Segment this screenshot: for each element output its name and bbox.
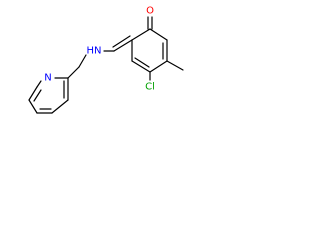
bond-py-c6-c5-double <box>33 89 42 102</box>
carbonyl-bond <box>147 16 153 30</box>
bond-nh-ch2 <box>78 54 87 68</box>
bond-c4-c5-double <box>134 57 150 68</box>
atom-chlorine-label: Cl <box>145 82 155 93</box>
molecule-structure: O HN N Cl <box>28 6 184 114</box>
structure-canvas: O HN N Cl <box>0 0 220 150</box>
atom-pyridine-nitrogen-label: N <box>44 73 51 84</box>
bond-py-c5-c4 <box>28 99 38 114</box>
bond-py-c3-c2 <box>51 99 69 114</box>
bond-ch2-py <box>67 66 80 79</box>
bond-c4-c5 <box>131 60 151 73</box>
bond-c6-c1 <box>131 28 151 41</box>
bond-c1-c2 <box>149 28 168 41</box>
bond-c3-c4 <box>149 60 168 73</box>
bond-py-n-c6 <box>36 80 42 88</box>
bond-c6-ch <box>113 39 133 52</box>
bond-methyl <box>166 60 184 71</box>
atom-oxygen-label: O <box>146 6 154 17</box>
bond-c6-ch-double <box>112 35 131 48</box>
ring-quinone-methide <box>131 28 168 73</box>
bond-py-c6-c5 <box>28 86 38 101</box>
atom-amine-label: HN <box>87 46 102 57</box>
ring-pyridine <box>28 77 69 114</box>
exocyclic-methylene <box>103 35 133 52</box>
